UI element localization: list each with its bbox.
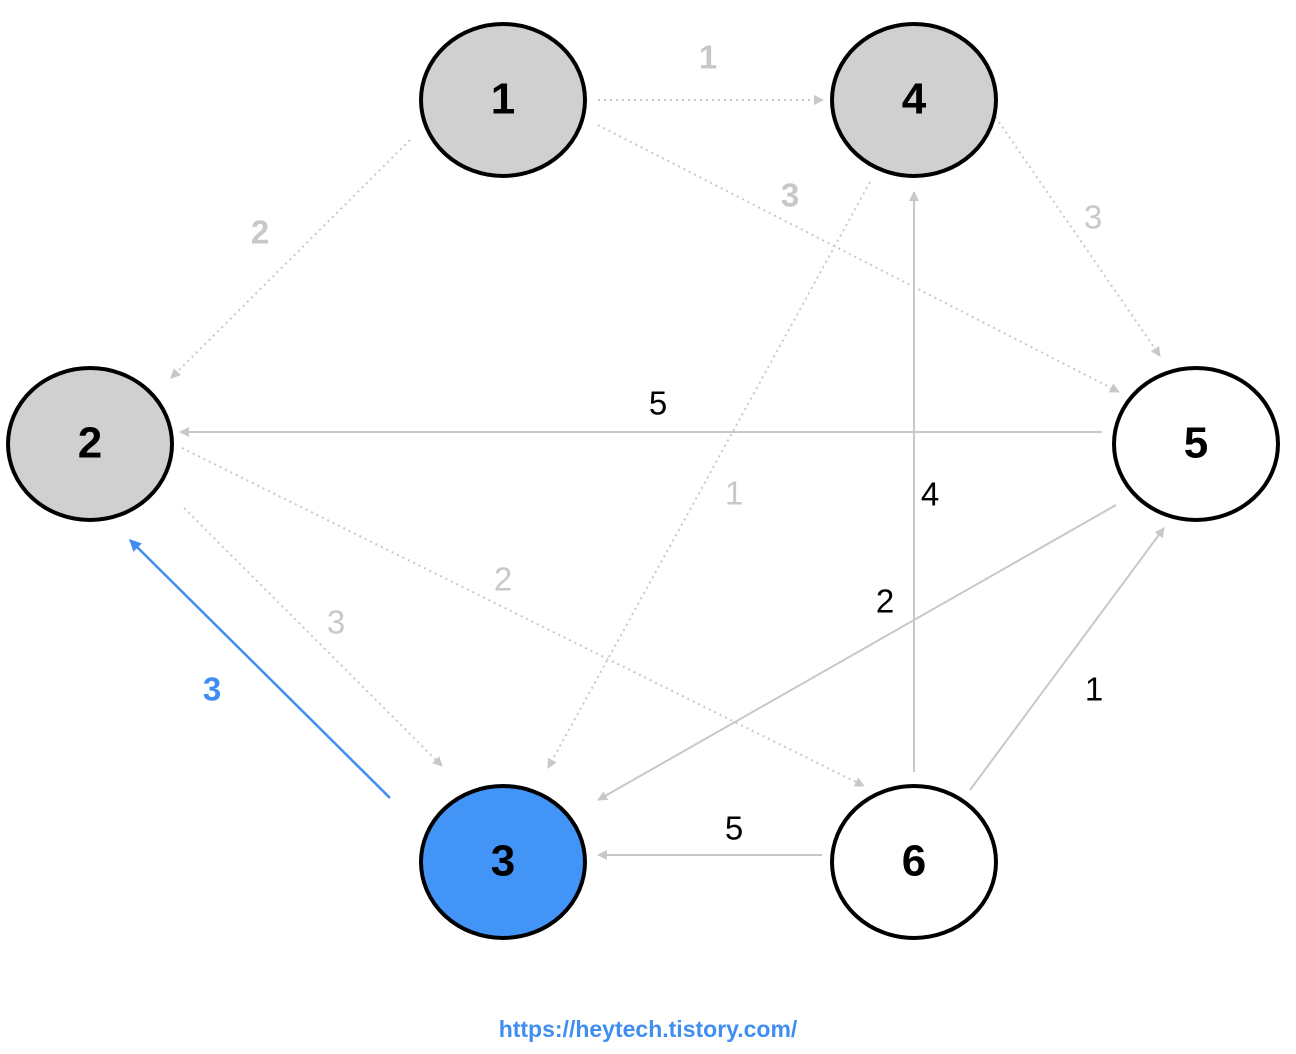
node-label-3: 3 [491,837,515,886]
node-1: 1 [419,22,587,178]
edge-weight-1-to-2: 2 [251,214,269,251]
edge-weight-1-to-4: 1 [699,39,717,76]
node-4: 4 [830,22,998,178]
edge-2-to-3 [183,507,443,767]
node-circle-4 [830,22,998,178]
node-2: 2 [6,366,174,522]
edge-3-to-2 [129,539,391,799]
edge-weight-6-to-5: 1 [1085,671,1103,708]
footer-url[interactable]: https://heytech.tistory.com/ [498,1016,798,1042]
edge-weight-3-to-2: 3 [203,671,221,708]
edge-2-to-6 [181,447,865,787]
edge-6-to-5 [969,527,1165,791]
node-5: 5 [1112,366,1280,522]
node-circle-1 [419,22,587,178]
node-label-6: 6 [902,837,926,886]
edge-1-to-2 [170,139,411,379]
node-label-1: 1 [491,75,515,124]
node-circle-3 [419,784,587,940]
edge-weight-5-to-2: 5 [649,385,667,422]
edge-weight-4-to-5: 3 [1084,199,1102,236]
edge-weight-1-to-5: 3 [781,177,799,214]
node-circle-6 [830,784,998,940]
edge-1-to-5 [597,124,1120,393]
node-6: 6 [830,784,998,940]
edges-layer: 1 2 3 3 1 3 2 5 4 2 1 5 3 [129,39,1165,860]
node-label-2: 2 [78,419,102,468]
edge-weight-6-to-3: 5 [725,810,743,847]
edge-weight-5-to-3: 2 [876,583,894,620]
node-label-4: 4 [902,75,927,124]
edge-weight-4-to-3: 1 [725,475,743,512]
edge-weight-2-to-3: 3 [327,604,345,641]
nodes-layer: 1 2 3 4 5 6 [6,22,1280,940]
edge-weight-2-to-6: 2 [494,561,512,598]
node-circle-2 [6,366,174,522]
edge-5-to-3 [597,504,1117,801]
node-circle-5 [1112,366,1280,522]
edge-weight-6-to-4: 4 [921,476,939,513]
node-label-5: 5 [1184,419,1208,468]
edge-4-to-3 [547,181,871,769]
edge-4-to-5 [991,111,1161,357]
node-3: 3 [419,784,587,940]
